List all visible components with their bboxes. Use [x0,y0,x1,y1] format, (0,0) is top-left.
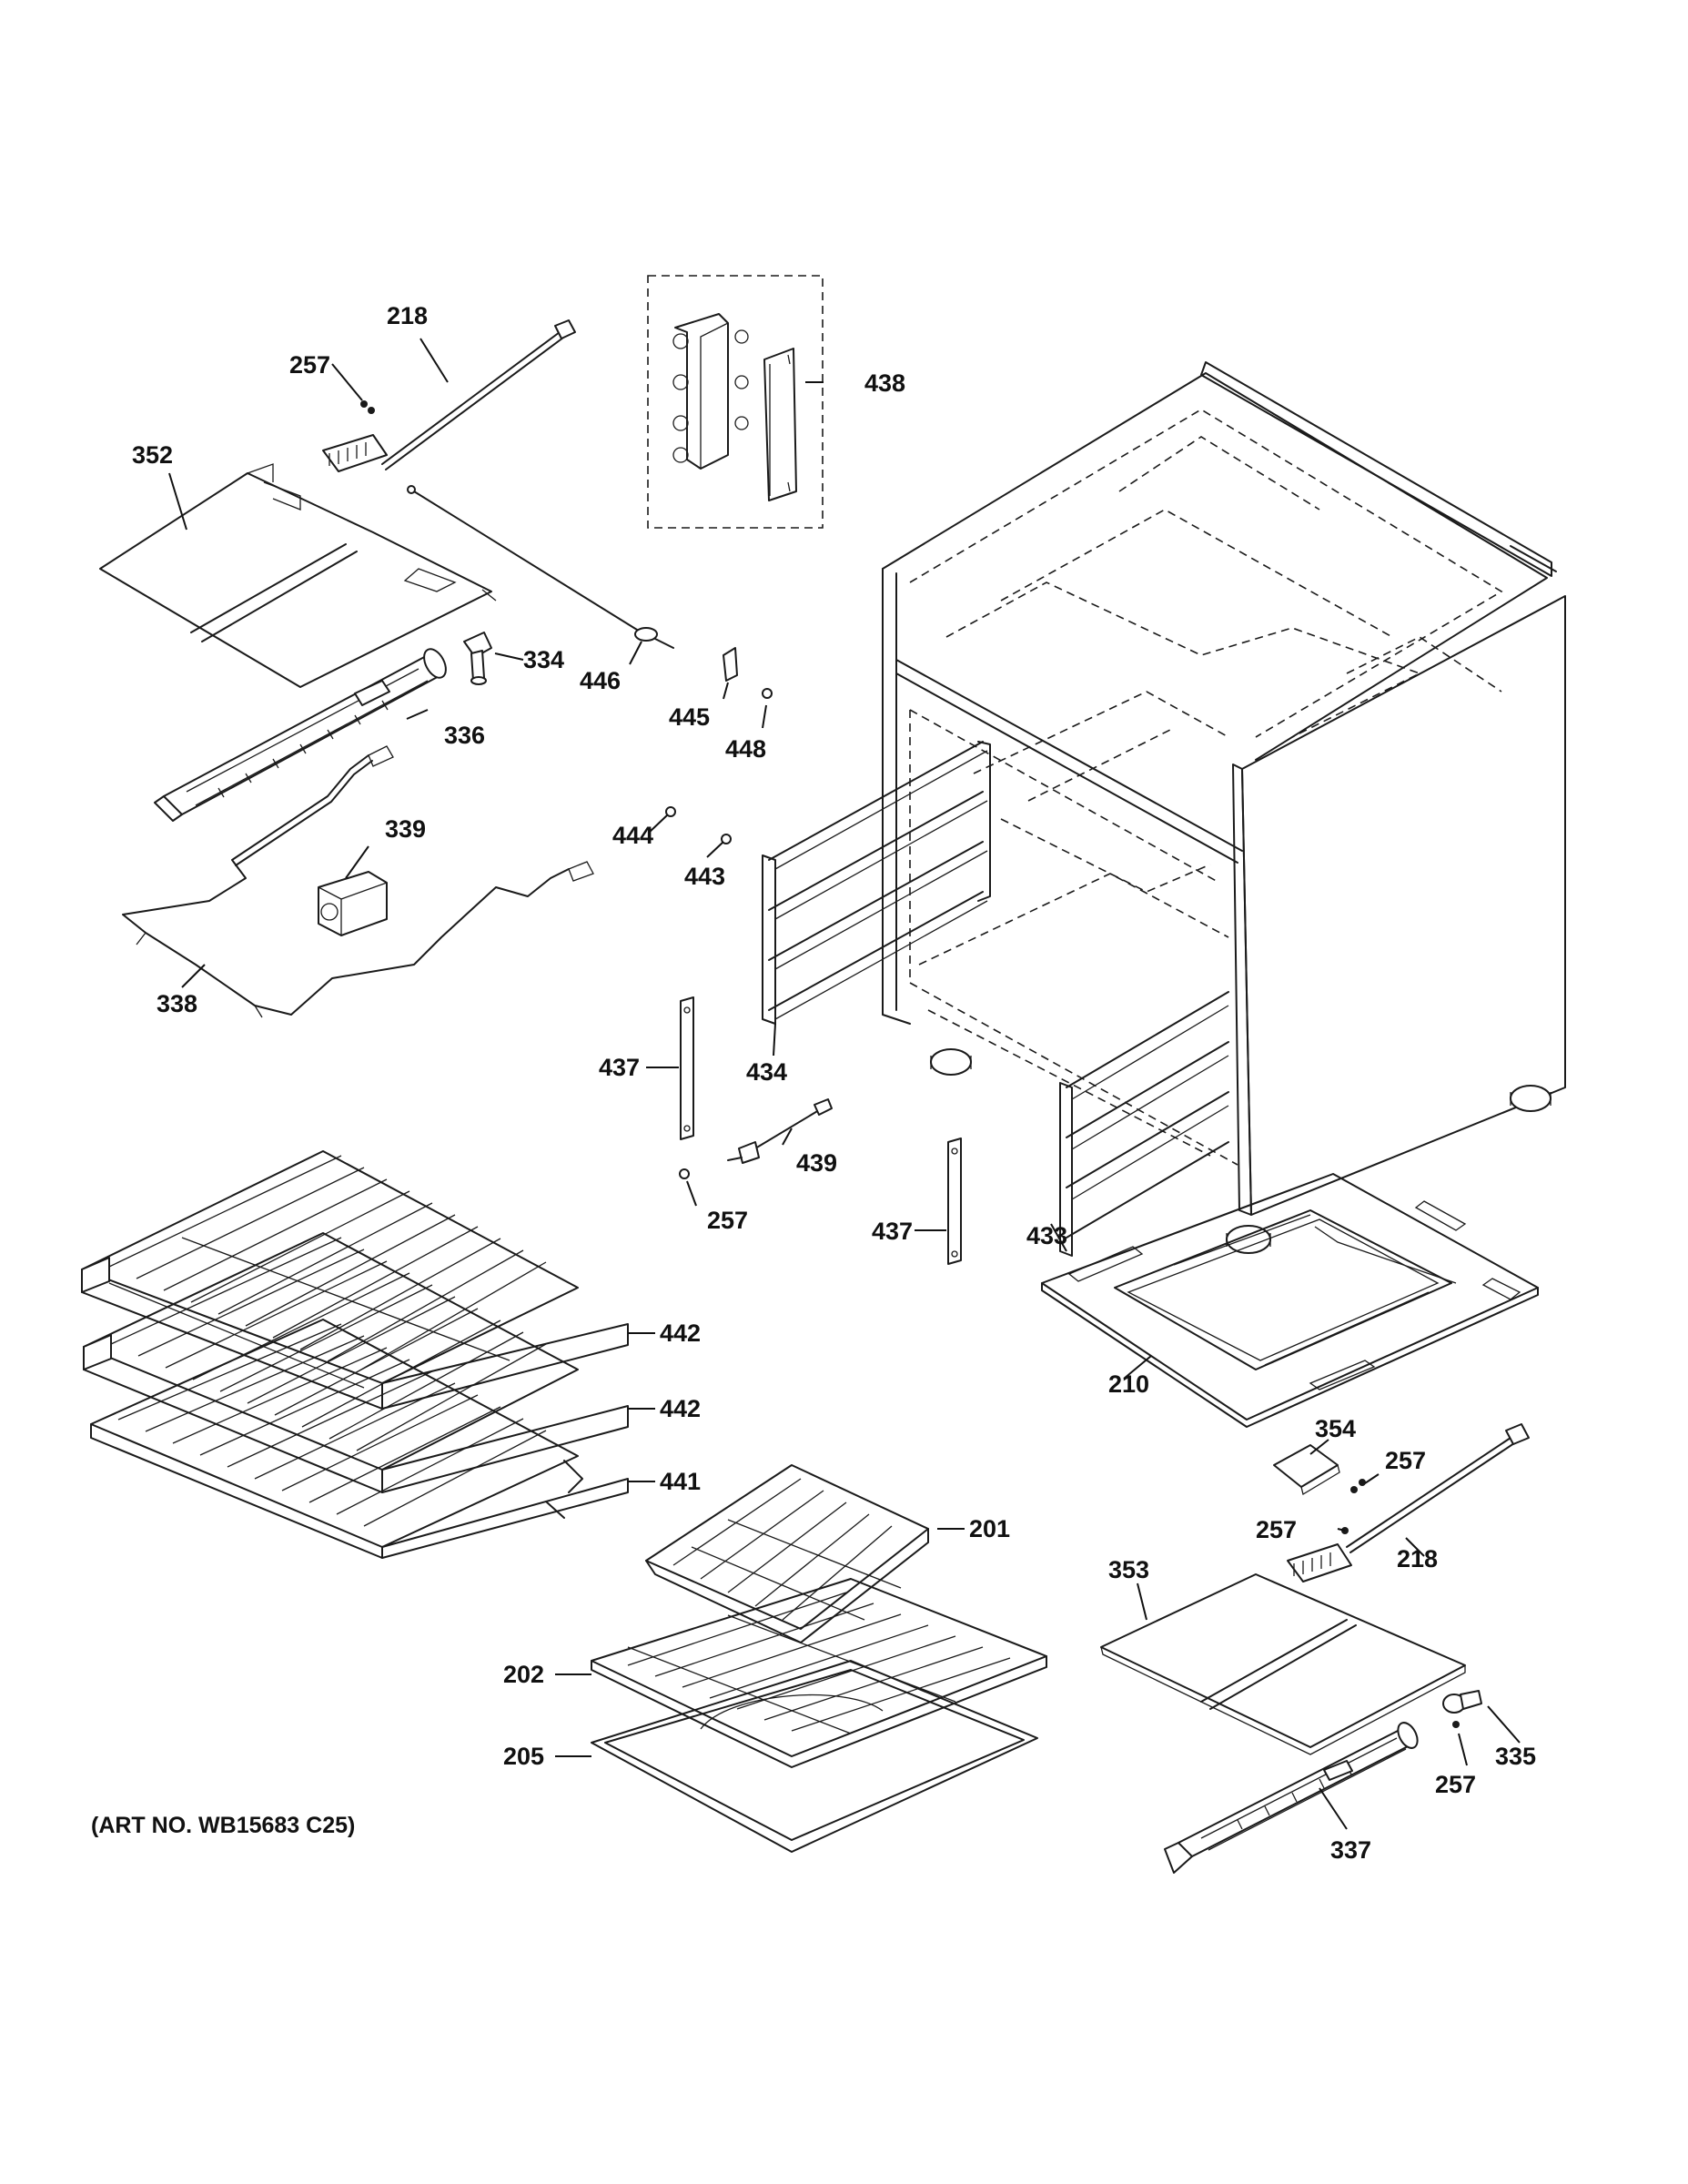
label-210: 210 [1108,1370,1150,1398]
label-257-mid: 257 [707,1207,749,1234]
label-337: 337 [1330,1836,1372,1864]
label-339: 339 [385,815,427,843]
label-218-lower: 218 [1397,1545,1439,1572]
part-257-screw-mid [679,1168,690,1179]
label-336: 336 [444,722,486,749]
part-448-nut [762,688,773,699]
part-257-screws-lower [1341,1479,1460,1728]
part-218-top-sensor [322,319,576,472]
part-437-strip-right [947,1138,962,1265]
part-335-valve [1442,1690,1482,1714]
label-437-left: 437 [599,1054,641,1081]
label-441: 441 [660,1468,702,1495]
label-438: 438 [864,369,906,397]
part-445-clip [723,647,738,682]
label-354: 354 [1315,1415,1357,1442]
part-210-bottom-pan [1041,1173,1539,1428]
label-334: 334 [523,646,565,673]
part-338-wire-element [122,745,594,1018]
part-205-broiler-pan [591,1660,1038,1853]
label-352: 352 [132,441,174,469]
part-433-rack-support [1059,991,1229,1257]
label-448: 448 [725,735,767,763]
part-337-burner [1164,1722,1419,1874]
label-446: 446 [580,667,622,694]
label-257-right-upper: 257 [1385,1447,1427,1474]
part-442-rack-lower [83,1232,629,1493]
art-number: (ART NO. WB15683 C25) [91,1813,356,1838]
label-442-upper: 442 [660,1320,702,1347]
part-441-rack [90,1319,629,1559]
label-443: 443 [684,863,726,890]
part-339-module [318,871,388,936]
label-444: 444 [612,822,654,849]
label-257-right-mid: 257 [1256,1516,1298,1543]
part-438-connector-block [647,275,824,529]
label-201: 201 [969,1515,1011,1542]
label-257-top: 257 [289,351,331,379]
part-442-rack-upper [81,1150,629,1410]
part-334-valve [463,632,492,685]
part-336-burner [154,648,447,822]
label-442-lower: 442 [660,1395,702,1422]
cabinet-feet [930,1048,1552,1254]
part-437-strip-left [680,996,694,1140]
leader-lines [168,338,1521,1830]
part-446-rod [407,485,674,649]
label-445: 445 [669,703,711,731]
part-218-lower-sensor [1287,1423,1530,1582]
part-353-shield [1100,1573,1466,1755]
part-444-screw [665,806,676,817]
oven-cabinet [882,361,1566,1216]
part-352-shield [99,463,497,688]
label-437-right: 437 [872,1218,914,1245]
label-338: 338 [157,990,198,1017]
label-439: 439 [796,1149,838,1177]
part-354-bracket [1273,1444,1340,1496]
part-439-sensor [727,1098,833,1164]
label-335: 335 [1495,1743,1537,1770]
label-218-top: 218 [387,302,429,329]
part-434-rack-support [762,741,991,1025]
label-205: 205 [503,1743,545,1770]
label-433: 433 [1026,1222,1068,1249]
part-202-broiler-grid [591,1578,1047,1768]
label-202: 202 [503,1661,545,1688]
label-353: 353 [1108,1556,1150,1583]
label-434: 434 [746,1058,788,1086]
label-257-right-lower: 257 [1435,1771,1477,1798]
part-443-screw [721,834,732,844]
